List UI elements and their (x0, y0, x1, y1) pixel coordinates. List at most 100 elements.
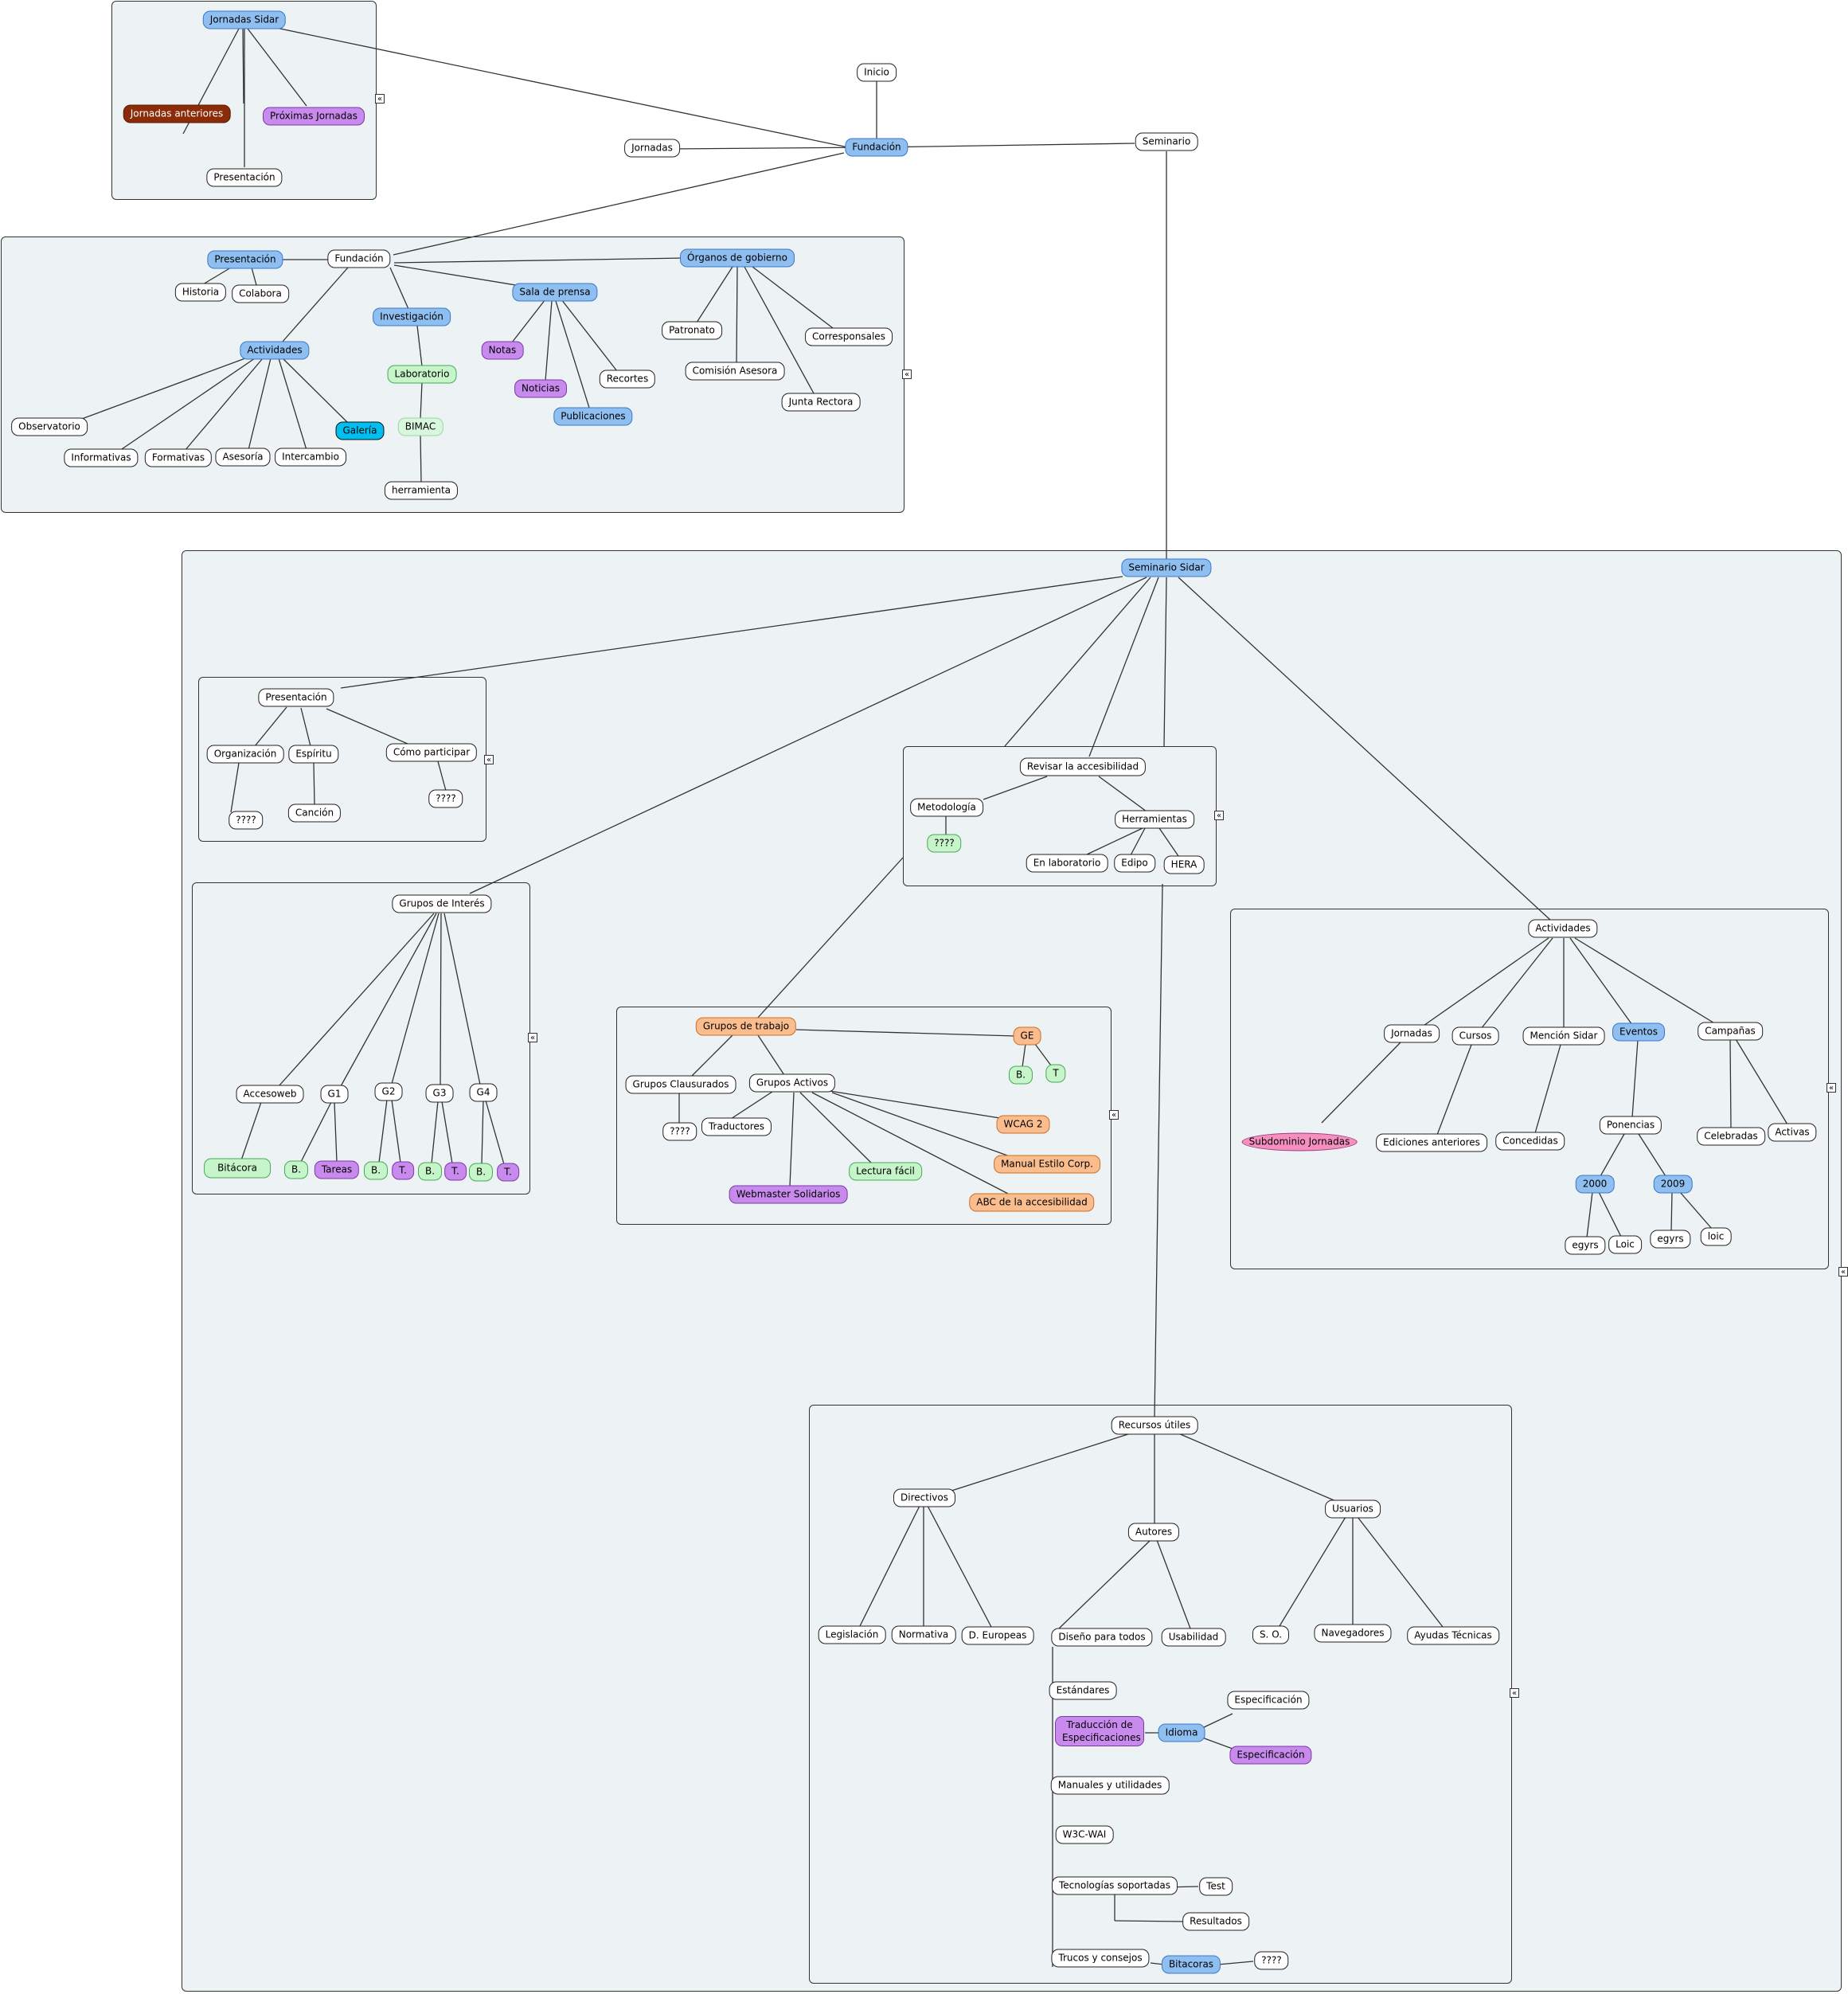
node-f-fundacion[interactable]: Fundación (327, 249, 391, 268)
node-ediciones-anteriores[interactable]: Ediciones anteriores (1376, 1133, 1487, 1152)
node-revisar-accesibilidad[interactable]: Revisar la accesibilidad (1019, 757, 1147, 776)
node-tecnologias-soportadas[interactable]: Tecnologías soportadas (1051, 1876, 1178, 1895)
node-jornadas-anteriores[interactable]: Jornadas anteriores (123, 104, 231, 123)
node-laboratorio[interactable]: Laboratorio (387, 365, 457, 384)
collapse-fundacion-button[interactable]: « (902, 369, 912, 379)
node-legislacion[interactable]: Legislación (818, 1625, 886, 1644)
node-recortes[interactable]: Recortes (599, 369, 656, 389)
node-g2[interactable]: G2 (374, 1082, 403, 1101)
node-g2-b[interactable]: B. (363, 1161, 389, 1180)
node-egyrs-2009[interactable]: egyrs (1650, 1230, 1691, 1249)
node-herramienta[interactable]: herramienta (384, 481, 459, 500)
node-manuales-utilidades[interactable]: Manuales y utilidades (1050, 1776, 1170, 1795)
node-ayudas-tecnicas[interactable]: Ayudas Técnicas (1407, 1626, 1499, 1645)
node-q-clausurados[interactable]: ???? (662, 1122, 697, 1141)
node-publicaciones[interactable]: Publicaciones (553, 407, 633, 426)
node-g3-b[interactable]: B. (417, 1162, 443, 1181)
node-cursos[interactable]: Cursos (1451, 1026, 1499, 1046)
node-informativas[interactable]: Informativas (64, 448, 139, 467)
node-fundacion-root[interactable]: Fundación (845, 138, 908, 157)
node-bitacoras[interactable]: Bitacoras (1161, 1955, 1221, 1974)
node-q-organizacion[interactable]: ???? (229, 811, 264, 830)
node-grupos-trabajo[interactable]: Grupos de trabajo (695, 1017, 797, 1036)
node-normativa[interactable]: Normativa (891, 1625, 956, 1644)
node-jornadas-sidar[interactable]: Jornadas Sidar (202, 10, 287, 29)
node-bimac[interactable]: BIMAC (397, 417, 443, 436)
node-lectura-facil[interactable]: Lectura fácil (849, 1162, 922, 1181)
node-f-presentacion[interactable]: Presentación (207, 250, 283, 269)
node-recursos-utiles[interactable]: Recursos útiles (1111, 1416, 1198, 1435)
node-seminario-sidar[interactable]: Seminario Sidar (1121, 558, 1212, 577)
node-seminario[interactable]: Seminario (1135, 132, 1198, 151)
node-trucos-consejos[interactable]: Trucos y consejos (1051, 1949, 1150, 1968)
node-diseno-para-todos[interactable]: Diseño para todos (1051, 1628, 1153, 1647)
node-junta-rectora[interactable]: Junta Rectora (781, 393, 861, 412)
node-cancion[interactable]: Canción (287, 803, 342, 823)
node-resultados[interactable]: Resultados (1182, 1912, 1249, 1931)
node-idioma[interactable]: Idioma (1158, 1723, 1205, 1742)
node-grupos-clausurados[interactable]: Grupos Clausurados (625, 1075, 736, 1094)
node-q-bitacoras[interactable]: ???? (1254, 1951, 1289, 1970)
node-ge[interactable]: GE (1013, 1026, 1041, 1046)
node-comision-asesora[interactable]: Comisión Asesora (685, 362, 785, 381)
collapse-actividades-button[interactable]: « (1827, 1083, 1836, 1093)
node-notas[interactable]: Notas (481, 341, 524, 360)
node-especificacion-1[interactable]: Especificación (1227, 1691, 1310, 1710)
node-g2-t[interactable]: T. (392, 1161, 414, 1180)
node-autores[interactable]: Autores (1127, 1523, 1180, 1542)
node-g1[interactable]: G1 (320, 1085, 349, 1104)
node-ge-b[interactable]: B. (1008, 1065, 1033, 1085)
node-g4-t[interactable]: T. (497, 1163, 519, 1182)
node-loic-2009[interactable]: loic (1700, 1227, 1732, 1246)
node-d-europeas[interactable]: D. Europeas (961, 1626, 1034, 1645)
node-colabora[interactable]: Colabora (232, 284, 289, 303)
node-corresponsales[interactable]: Corresponsales (805, 327, 893, 346)
node-so[interactable]: S. O. (1252, 1625, 1290, 1644)
collapse-presentacion-button[interactable]: « (484, 755, 494, 764)
collapse-revisar-button[interactable]: « (1214, 811, 1224, 820)
node-actividades-seminario[interactable]: Actividades (1528, 919, 1598, 938)
node-navegadores[interactable]: Navegadores (1314, 1624, 1392, 1643)
collapse-recursos-button[interactable]: « (1510, 1688, 1519, 1698)
node-loic-2000[interactable]: Loic (1608, 1235, 1642, 1254)
node-eventos[interactable]: Eventos (1612, 1022, 1665, 1042)
node-asesoria[interactable]: Asesoría (215, 448, 271, 467)
node-usabilidad[interactable]: Usabilidad (1161, 1628, 1226, 1647)
node-tareas[interactable]: Tareas (314, 1160, 360, 1179)
node-grupos-activos[interactable]: Grupos Activos (748, 1073, 836, 1093)
node-g4[interactable]: G4 (469, 1083, 498, 1102)
node-traduccion-especificaciones[interactable]: Traducción de Especificaciones (1055, 1716, 1144, 1746)
node-year-2000[interactable]: 2000 (1575, 1175, 1615, 1194)
node-actividades-fundacion[interactable]: Actividades (240, 341, 310, 360)
node-espiritu[interactable]: Espíritu (288, 745, 339, 764)
node-hera[interactable]: HERA (1163, 855, 1205, 874)
node-jornadas-presentacion[interactable]: Presentación (206, 168, 283, 187)
node-ponencias[interactable]: Ponencias (1599, 1116, 1662, 1135)
node-organos[interactable]: Órganos de gobierno (680, 248, 795, 268)
node-celebradas[interactable]: Celebradas (1697, 1127, 1765, 1146)
node-edipo[interactable]: Edipo (1114, 854, 1155, 873)
node-w3c-wai[interactable]: W3C-WAI (1055, 1825, 1114, 1844)
node-campanas[interactable]: Campañas (1698, 1022, 1763, 1041)
node-organizacion[interactable]: Organización (206, 745, 284, 764)
node-g3-t[interactable]: T. (444, 1162, 467, 1181)
node-q-metodologia[interactable]: ???? (927, 834, 962, 853)
node-como-participar[interactable]: Cómo participar (385, 743, 478, 762)
node-accesoweb[interactable]: Accesoweb (236, 1085, 304, 1104)
node-historia[interactable]: Historia (174, 283, 227, 302)
node-g1-b[interactable]: B. (283, 1160, 309, 1179)
node-proximas-jornadas[interactable]: Próximas Jornadas (263, 107, 365, 126)
node-g3[interactable]: G3 (425, 1084, 454, 1103)
node-herramientas[interactable]: Herramientas (1115, 810, 1194, 829)
node-webmaster-solidarios[interactable]: Webmaster Solidarios (729, 1185, 848, 1204)
node-activas[interactable]: Activas (1768, 1123, 1817, 1142)
node-sala-prensa[interactable]: Sala de prensa (512, 283, 598, 302)
node-subdominio-jornadas[interactable]: Subdominio Jornadas (1241, 1132, 1358, 1151)
node-formativas[interactable]: Formativas (144, 448, 213, 467)
node-g4-b[interactable]: B. (468, 1163, 494, 1182)
node-directivos[interactable]: Directivos (893, 1488, 955, 1507)
node-metodologia[interactable]: Metodología (910, 798, 983, 817)
node-intercambio[interactable]: Intercambio (275, 448, 346, 467)
node-s-presentacion[interactable]: Presentación (258, 688, 334, 707)
node-bitacora[interactable]: Bitácora (204, 1158, 271, 1179)
